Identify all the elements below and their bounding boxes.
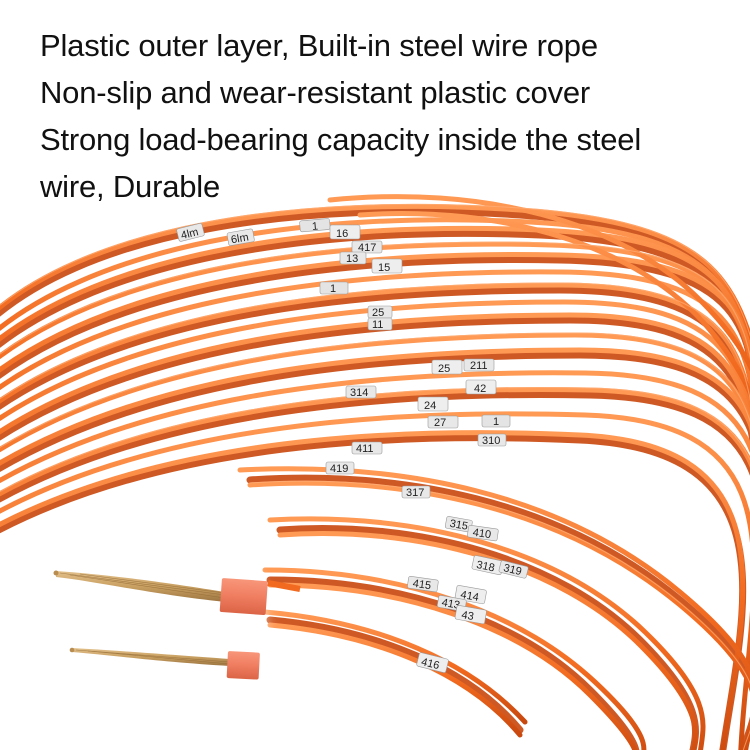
svg-text:16: 16 <box>336 228 348 240</box>
svg-text:417: 417 <box>358 242 376 254</box>
tag-label: 4lm <box>180 226 200 242</box>
svg-text:13: 13 <box>346 253 358 265</box>
caption-line-2: Non-slip and wear-resistant plastic cove… <box>40 75 591 110</box>
svg-text:27: 27 <box>434 417 446 429</box>
svg-text:6lm: 6lm <box>230 231 250 246</box>
svg-text:411: 411 <box>356 443 374 455</box>
svg-text:25: 25 <box>372 307 384 319</box>
caption-line-1: Plastic outer layer, Built-in steel wire… <box>40 28 598 63</box>
svg-text:25: 25 <box>438 363 450 375</box>
caption-line-4: wire, Durable <box>40 169 221 204</box>
svg-text:419: 419 <box>330 463 348 475</box>
svg-text:415: 415 <box>412 578 432 592</box>
inset-closeup <box>30 500 301 736</box>
svg-text:319: 319 <box>502 562 523 578</box>
wire-tags: 4lm 6lm 1 16 417 13 15 1 25 11 25 211 42… <box>176 218 529 673</box>
svg-text:42: 42 <box>474 383 486 395</box>
svg-text:318: 318 <box>475 559 495 575</box>
svg-text:211: 211 <box>470 360 488 372</box>
svg-text:24: 24 <box>424 400 436 412</box>
svg-text:416: 416 <box>420 656 441 672</box>
svg-text:1: 1 <box>312 220 319 232</box>
feature-caption: Plastic outer layer, Built-in steel wire… <box>40 22 740 210</box>
svg-text:11: 11 <box>372 319 383 331</box>
svg-text:317: 317 <box>406 487 424 499</box>
svg-text:314: 314 <box>350 387 368 399</box>
stripped-wire-lower <box>69 647 260 680</box>
svg-text:1: 1 <box>493 416 499 428</box>
svg-text:315: 315 <box>449 518 469 533</box>
svg-text:43: 43 <box>461 609 475 623</box>
svg-text:413: 413 <box>441 597 461 612</box>
svg-text:310: 310 <box>482 435 500 447</box>
svg-text:410: 410 <box>472 527 492 541</box>
svg-text:1: 1 <box>330 283 336 295</box>
svg-text:15: 15 <box>378 262 390 274</box>
stripped-wire-upper <box>53 570 301 615</box>
wire-bundle <box>0 194 750 750</box>
caption-line-3: Strong load-bearing capacity inside the … <box>40 122 642 157</box>
